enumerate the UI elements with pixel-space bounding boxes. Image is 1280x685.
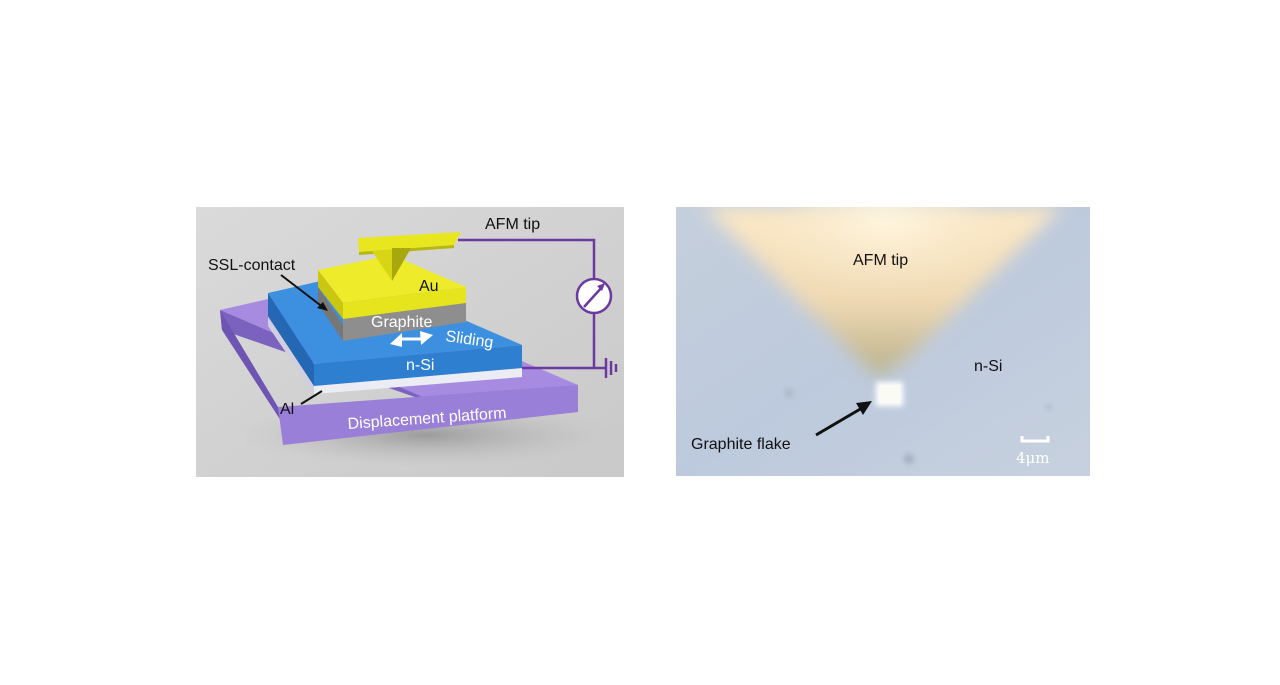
flake-arrowhead (856, 401, 872, 415)
dust-speck (1046, 404, 1052, 410)
ground-icon (604, 358, 618, 378)
al-leader (300, 390, 323, 405)
label-sliding: Sliding (444, 328, 494, 352)
scale-bar (1020, 436, 1050, 443)
ssl-contact-leader (280, 274, 325, 309)
device-schematic-panel: AFM tip SSL-contact Au Graphite Sliding … (196, 207, 624, 477)
dust-speck (904, 454, 914, 464)
micro-label-afm-tip: AFM tip (853, 252, 908, 269)
afm-tip (358, 232, 461, 281)
label-afm-tip: AFM tip (485, 216, 540, 233)
graphite-flake (876, 382, 903, 406)
label-graphite: Graphite (371, 314, 432, 331)
label-al: Al (280, 401, 294, 418)
optical-micrograph: AFM tip n-Si Graphite flake 4μm (676, 207, 1090, 476)
al-layer (268, 317, 522, 394)
micro-label-n-si: n-Si (974, 358, 1002, 375)
device-schematic: AFM tip SSL-contact Au Graphite Sliding … (196, 207, 624, 477)
circuit-wire (458, 238, 606, 370)
afm-tip-shadow (704, 207, 1062, 377)
dust-speck (785, 389, 793, 397)
ammeter-icon (575, 277, 613, 315)
scale-bar-label: 4μm (1016, 449, 1050, 467)
label-au: Au (419, 278, 439, 295)
flake-arrow (815, 406, 863, 437)
double-arrow-icon (390, 331, 433, 347)
micro-label-graphite-flake: Graphite flake (691, 436, 791, 453)
ssl-contact-arrowhead (317, 302, 328, 311)
label-n-si: n-Si (406, 357, 434, 374)
micrograph-panel: AFM tip n-Si Graphite flake 4μm (676, 207, 1090, 476)
label-ssl-contact: SSL-contact (208, 257, 296, 274)
